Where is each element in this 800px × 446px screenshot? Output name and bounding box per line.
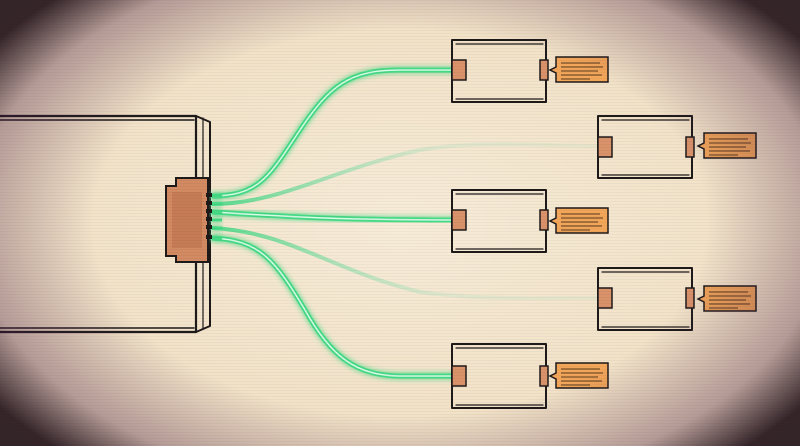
node-3-output-port	[539, 209, 549, 231]
node-3-label-tag	[548, 207, 609, 234]
node-5-output-port	[539, 365, 549, 387]
node-4-input-port[interactable]	[597, 287, 613, 309]
node-5-label-tag	[548, 362, 609, 389]
node-4-output-port	[685, 287, 695, 309]
node-1-output-port	[539, 59, 549, 81]
node-4-label-tag	[696, 285, 757, 312]
hub-connector[interactable]	[165, 177, 212, 263]
node-2-label-tag	[696, 132, 757, 159]
node-3-input-port[interactable]	[451, 209, 467, 231]
node-2-output-port	[685, 136, 695, 158]
node-2-input-port[interactable]	[597, 136, 613, 158]
node-1-label-tag	[548, 56, 609, 83]
node-1-input-port[interactable]	[451, 59, 467, 81]
node-5-input-port[interactable]	[451, 365, 467, 387]
